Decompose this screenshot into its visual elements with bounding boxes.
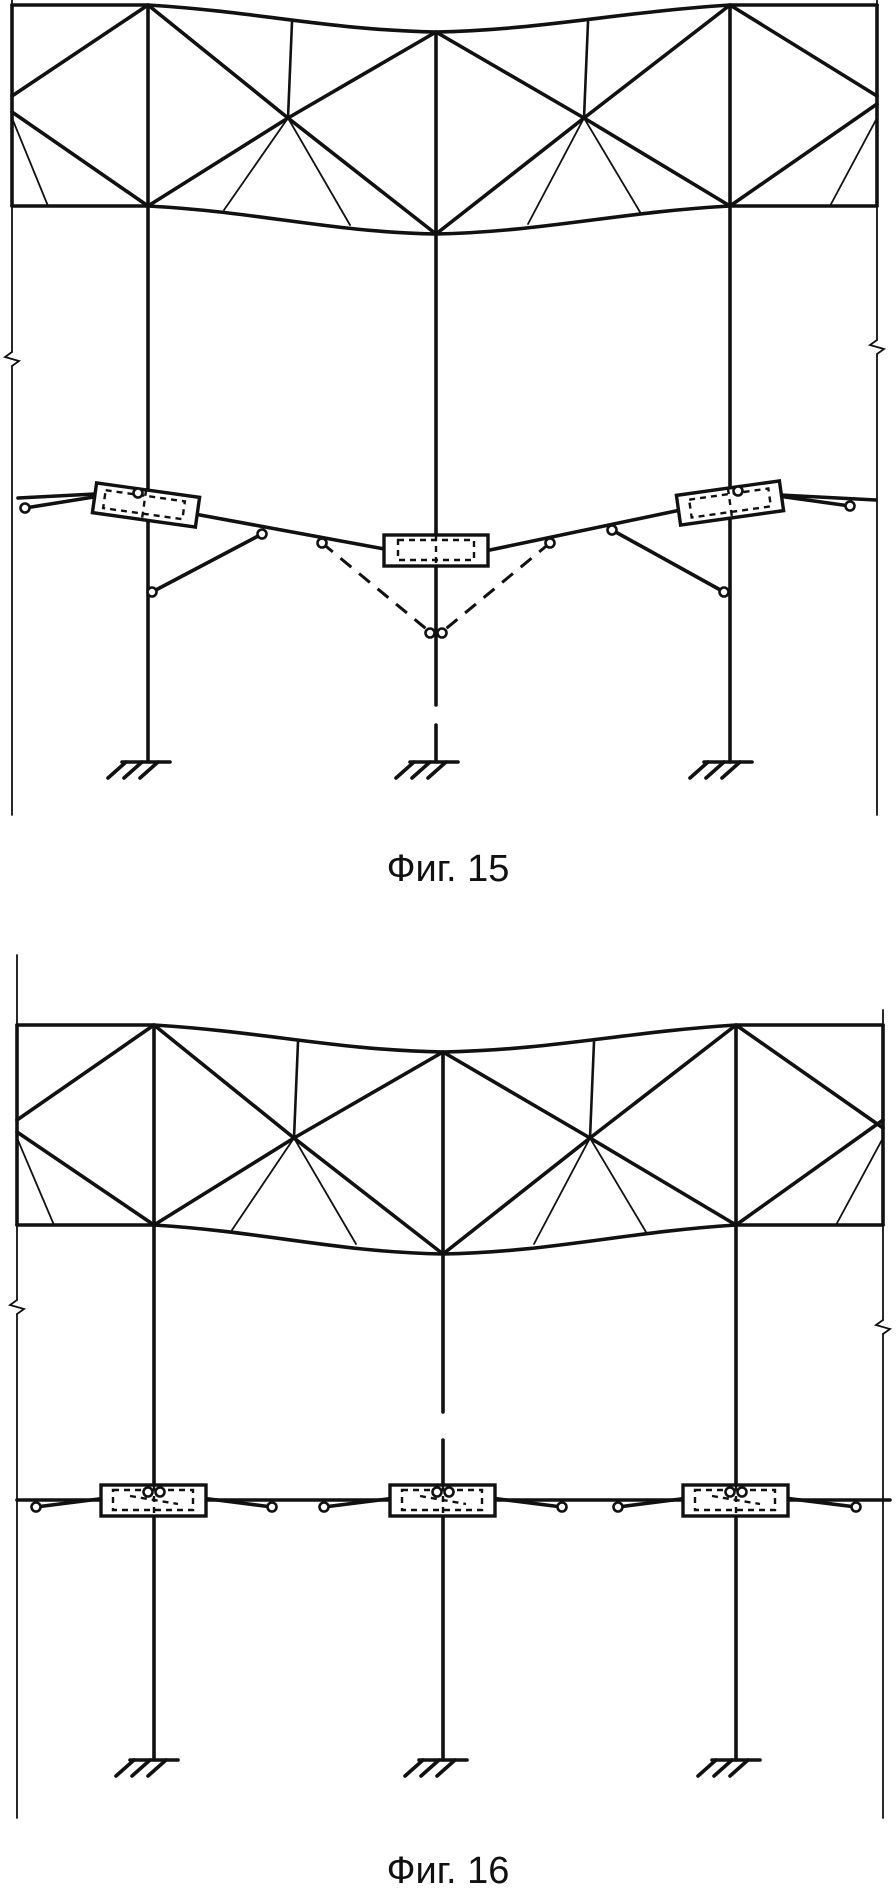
figure-15: [2, 0, 887, 816]
figure-16-caption: Фиг. 16: [386, 1850, 510, 1892]
figure-15-caption: Фиг. 15: [386, 848, 510, 890]
connector-box-right: [674, 478, 786, 528]
connector-box-center: [382, 533, 490, 568]
figure-16: [7, 954, 893, 1819]
roof-truss: [10, 3, 879, 236]
roof-truss: [15, 1023, 885, 1256]
connector-box-left: [99, 1483, 208, 1518]
ground-supports: [106, 760, 754, 780]
columns: [146, 204, 732, 764]
connector-box-left: [90, 480, 202, 530]
hinges: [30, 1486, 862, 1513]
ground-supports: [114, 1758, 762, 1778]
bracing-rods: [150, 528, 726, 634]
hinges: [19, 485, 856, 639]
connector-box-center: [388, 1483, 497, 1518]
connector-box-right: [681, 1483, 790, 1518]
